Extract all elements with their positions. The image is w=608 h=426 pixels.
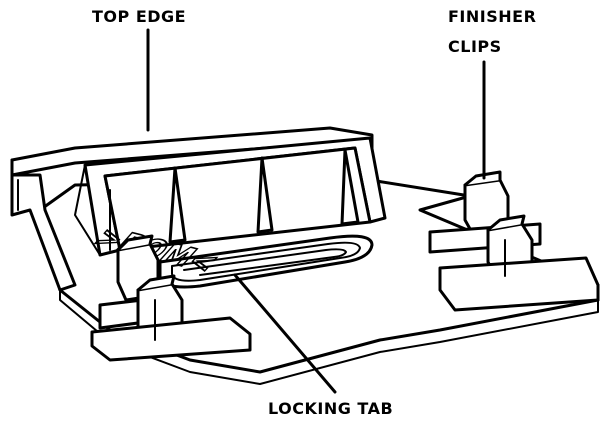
finisher-clips-label-line1: FINISHER bbox=[448, 7, 536, 26]
top-edge-label: TOP EDGE bbox=[92, 7, 186, 26]
finisher-clip-right-front bbox=[438, 214, 600, 312]
finisher-clip-left-front bbox=[90, 274, 252, 362]
finisher-clips-label-line2: CLIPS bbox=[448, 37, 502, 56]
wall-ribs bbox=[109, 148, 360, 251]
locking-tab-leader bbox=[233, 273, 337, 394]
locking-tab-label: LOCKING TAB bbox=[268, 399, 393, 418]
